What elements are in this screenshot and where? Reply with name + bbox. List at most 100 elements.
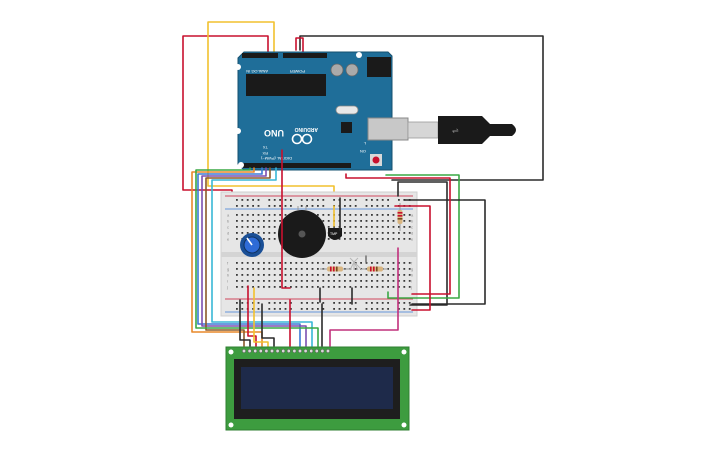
red-wire-lcd-1[interactable] — [247, 285, 257, 347]
crystal-oscillator — [335, 105, 359, 115]
red-wire-right-2[interactable] — [345, 173, 451, 295]
arduino-logo-icon — [291, 133, 313, 145]
red-wire-power[interactable] — [295, 37, 304, 53]
black-wire-lcd-1[interactable] — [239, 299, 251, 347]
lcd-module — [225, 346, 410, 431]
purple-wire-left[interactable] — [201, 167, 307, 347]
row-letter: j — [226, 285, 228, 290]
usb-chip — [341, 122, 352, 133]
lcd-pin[interactable] — [281, 349, 286, 353]
analog-header-strip — [242, 53, 278, 58]
row-letter: a — [411, 213, 414, 218]
green-wire-left[interactable] — [195, 167, 319, 347]
mount-hole-4 — [238, 162, 244, 168]
brand-label: ARDUINO — [295, 126, 318, 132]
digital-header-strip — [243, 163, 351, 168]
board-name-label: UNO — [264, 128, 284, 138]
power-header-strip — [283, 53, 327, 58]
usb-cable: ⇌ — [407, 116, 516, 144]
lcd-mount-hole-2 — [401, 349, 407, 355]
reset-button-cap[interactable] — [372, 156, 380, 164]
arduino-uno: ANALOG IN POWER UNO ARDUINO DIGITAL (PWM… — [235, 51, 409, 171]
row-letter: b — [227, 219, 230, 224]
lcd-pin[interactable] — [292, 349, 297, 353]
green-wire-right[interactable] — [385, 174, 460, 299]
usb-plug-icon: ⇌ — [452, 126, 459, 135]
capacitor-1 — [330, 63, 344, 77]
lcd-pin[interactable] — [320, 349, 325, 353]
black-wire-right-inner[interactable] — [404, 199, 486, 305]
row-letter: b — [411, 219, 414, 224]
rgb-led[interactable] — [349, 257, 363, 271]
mount-hole-2 — [235, 128, 241, 134]
row-letter: d — [227, 231, 229, 236]
lcd-pin[interactable] — [326, 349, 330, 353]
piezo-buzzer[interactable] — [278, 206, 326, 258]
row-letter: f — [411, 261, 413, 266]
magenta-wire-lcd[interactable] — [329, 247, 399, 347]
lcd-pin[interactable] — [242, 349, 246, 353]
on-led-label: ON — [360, 149, 366, 154]
usb-plug-body — [438, 116, 516, 144]
l-led-label: L — [363, 141, 366, 146]
row-letter: e — [227, 237, 230, 242]
lcd-pin[interactable] — [270, 349, 274, 353]
usb-connector-metal — [407, 121, 439, 139]
brown-wire-left[interactable] — [205, 167, 271, 347]
mount-hole-3 — [356, 52, 362, 58]
lcd-pin[interactable] — [253, 349, 258, 353]
lcd-pin[interactable] — [247, 349, 252, 353]
row-letter: j — [410, 285, 412, 290]
resistor-horizontal-1[interactable] — [320, 266, 350, 272]
resistor-horizontal-2[interactable] — [362, 266, 388, 272]
potentiometer[interactable] — [240, 233, 264, 257]
red-wire-right-1[interactable] — [394, 205, 431, 311]
row-letter: f — [227, 261, 229, 266]
row-letter: i — [411, 279, 412, 284]
row-letter: d — [411, 231, 413, 236]
black-wire-lcd-2[interactable] — [261, 303, 275, 347]
lcd-pin[interactable] — [303, 349, 308, 353]
row-letter: c — [227, 225, 229, 230]
dc-power-jack — [367, 57, 391, 77]
row-letter: i — [227, 279, 228, 284]
breadboard-center-channel — [221, 252, 417, 257]
row-letter: g — [411, 267, 413, 272]
mount-hole-1 — [235, 64, 241, 70]
row-letter: h — [411, 273, 413, 278]
lcd-mount-hole-3 — [228, 422, 234, 428]
row-letter: c — [411, 225, 413, 230]
red-wire-middle[interactable] — [281, 149, 291, 289]
black-wire-right-outer[interactable] — [397, 181, 448, 306]
temperature-sensor[interactable]: TMP — [328, 228, 342, 240]
row-letter: h — [227, 273, 229, 278]
lcd-pin[interactable] — [275, 349, 280, 353]
lcd-pin[interactable] — [258, 349, 263, 353]
row-letter: a — [227, 213, 230, 218]
lcd-screen — [241, 367, 393, 409]
lcd-pin[interactable] — [314, 349, 319, 353]
black-wire-usb-loop[interactable] — [299, 35, 544, 181]
lcd-mount-hole-4 — [401, 422, 407, 428]
usb-port — [367, 117, 409, 141]
lcd-pin-header — [242, 349, 330, 353]
rx-label: RX — [262, 151, 268, 156]
cyan-wire-left[interactable] — [211, 167, 313, 347]
tx-label: TX — [263, 145, 268, 150]
digital-header-label: DIGITAL (PWM~) — [260, 156, 292, 161]
capacitor-2 — [345, 63, 359, 77]
analog-header-label: ANALOG IN — [246, 69, 268, 74]
yellow-wire-lcd[interactable] — [253, 287, 269, 347]
row-letter: g — [227, 267, 229, 272]
lcd-pin[interactable] — [286, 349, 291, 353]
row-letter: e — [411, 237, 414, 242]
lcd-pin[interactable] — [298, 349, 302, 353]
lcd-pin[interactable] — [264, 349, 269, 353]
lcd-mount-hole-1 — [228, 349, 234, 355]
lcd-pin[interactable] — [309, 349, 314, 353]
atmega-chip — [246, 74, 326, 96]
resistor-vertical[interactable] — [397, 203, 403, 231]
temp-sensor-label: TMP — [330, 232, 338, 236]
